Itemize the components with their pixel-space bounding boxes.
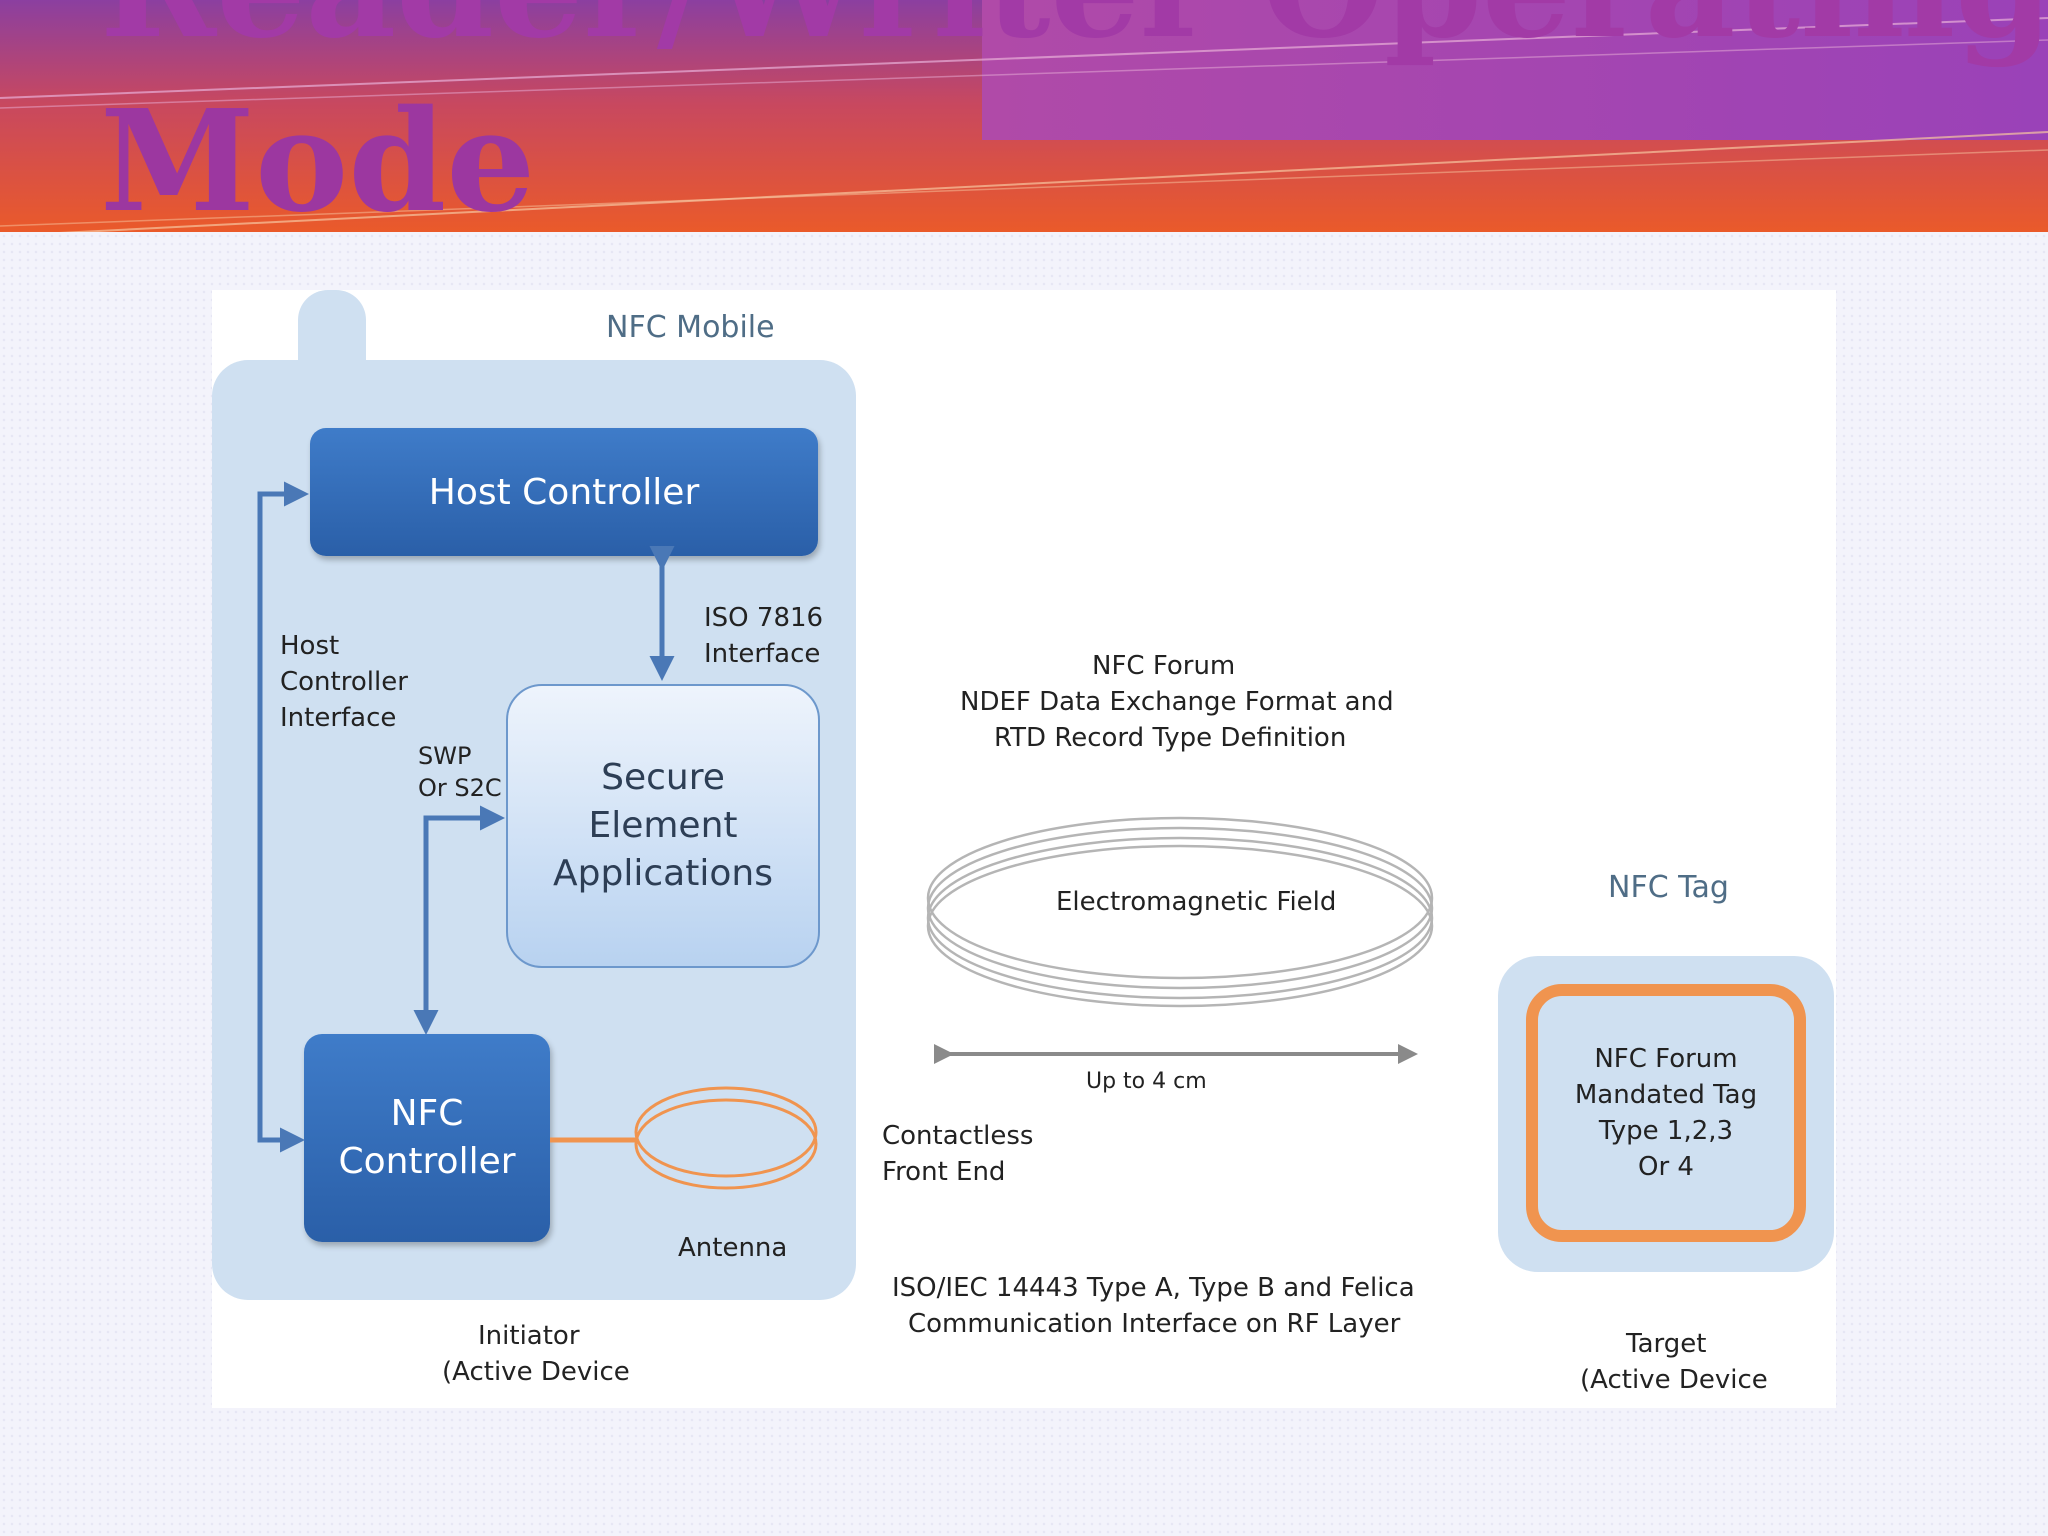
se-label-line-2: Element [588,805,738,846]
electromagnetic-field-rings [926,816,1434,1008]
initiator-label-line-1: Initiator [478,1321,580,1351]
nfc-forum-label-line-1: NFC Forum [1092,651,1236,681]
target-label-line-1: Target [1626,1329,1707,1359]
title-bar-lines [0,17,2048,232]
slide-title-line-2: Mode [100,80,536,232]
phone-antenna-tab [298,290,366,370]
host-controller-block: Host Controller [310,428,818,556]
iso14443-label-line-2: Communication Interface on RF Layer [908,1309,1401,1339]
host-controller-label: Host Controller [428,471,700,513]
tag-label-line-2: Mandated Tag [1574,1080,1758,1110]
nfc-forum-label-line-2: NDEF Data Exchange Format and [960,687,1394,717]
nfc-controller-block: NFC Controller [304,1034,550,1242]
contactless-front-end-line-1: Contactless [882,1121,1034,1151]
host-controller-interface-connector [257,481,309,1153]
iso7816-label-line-1: ISO 7816 [704,603,824,633]
swp-label-line-2: Or S2C [418,774,502,802]
hci-label-line-1: Host [280,631,340,661]
iso7816-label-line-2: Interface [704,639,821,669]
electromagnetic-field-label: Electromagnetic Field [1056,887,1337,917]
title-bar: Reader/Writer Operating Mode [0,0,2048,232]
iso14443-label-line-1: ISO/IEC 14443 Type A, Type B and Felica [892,1273,1415,1303]
initiator-label-line-2: (Active Device [442,1357,630,1387]
hci-label-line-3: Interface [280,703,397,733]
nfc-controller-line-2: Controller [338,1141,516,1182]
secure-element-block: Secure Element Applications [506,684,820,968]
nfc-tag-label: NFC Tag [1608,870,1729,905]
range-label: Up to 4 cm [1086,1069,1207,1094]
contactless-front-end-line-2: Front End [882,1157,1006,1187]
target-label-line-2: (Active Device [1580,1365,1768,1395]
nfc-tag-antenna-frame: NFC Forum Mandated Tag Type 1,2,3 Or 4 [1526,984,1806,1242]
nfc-controller-line-1: NFC [390,1093,464,1134]
tag-label-line-1: NFC Forum [1594,1044,1738,1074]
tag-label-line-3: Type 1,2,3 [1598,1116,1734,1146]
swp-connector [413,805,505,1035]
se-label-line-3: Applications [553,853,773,894]
swp-label-line-1: SWP [418,742,472,770]
antenna-label: Antenna [678,1233,788,1263]
se-label-line-1: Secure [601,757,725,798]
nfc-mobile-label: NFC Mobile [606,310,775,345]
antenna-coil [550,1086,818,1190]
hci-label-line-2: Controller [280,667,408,697]
tag-label-line-4: Or 4 [1638,1152,1694,1182]
nfc-forum-label-line-3: RTD Record Type Definition [994,723,1347,753]
slide-title-line-1: Reader/Writer Operating [100,0,2048,58]
